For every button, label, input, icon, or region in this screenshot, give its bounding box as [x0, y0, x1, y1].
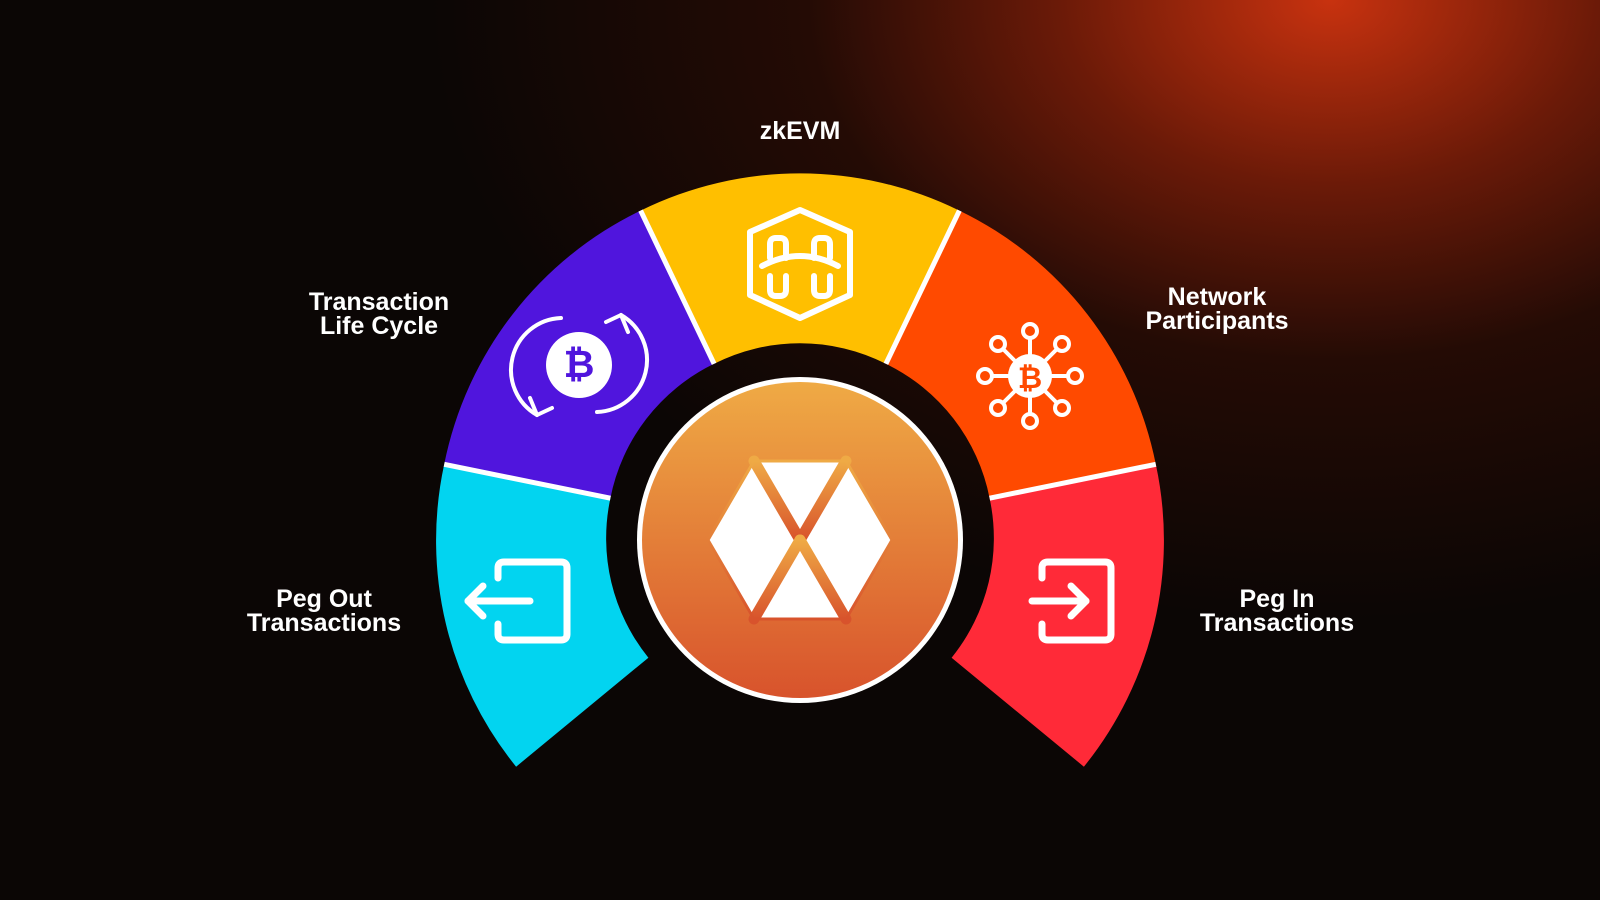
- hexagon-logo: [637, 377, 963, 703]
- svg-text:₿: ₿: [564, 344, 595, 386]
- bitcoin-network-icon: ₿: [976, 322, 1084, 430]
- label-zkevm: zkEVM: [759, 117, 841, 145]
- exit-arrow-icon: [464, 558, 571, 644]
- separator-line: [883, 209, 962, 365]
- separator-line: [638, 209, 717, 365]
- svg-text:₿: ₿: [1018, 362, 1042, 395]
- separator-line: [443, 461, 611, 501]
- label-line: Transactions: [1199, 609, 1355, 637]
- segment-peg-out: [436, 464, 649, 767]
- label-tx-lifecycle: Transaction Life Cycle: [308, 288, 450, 340]
- segment-peg-in: [951, 464, 1164, 767]
- segment-network: [885, 210, 1156, 499]
- bitcoin-cycle-icon: ₿: [509, 313, 649, 417]
- label-network: Network Participants: [1145, 283, 1289, 335]
- label-line: Transactions: [246, 609, 402, 637]
- label-line: Participants: [1145, 307, 1289, 335]
- label-line: zkEVM: [759, 117, 841, 145]
- segment-zkevm: [640, 173, 960, 364]
- hex-chip-icon: [747, 207, 853, 321]
- label-peg-in: Peg In Transactions: [1199, 585, 1355, 637]
- label-peg-out: Peg Out Transactions: [246, 585, 402, 637]
- separator-line: [989, 461, 1157, 501]
- enter-arrow-icon: [1028, 558, 1115, 644]
- label-line: Peg Out: [276, 585, 372, 613]
- label-line: Network: [1167, 283, 1267, 311]
- label-line: Peg In: [1239, 585, 1315, 613]
- label-line: Transaction: [308, 288, 450, 316]
- label-line: Life Cycle: [319, 312, 439, 340]
